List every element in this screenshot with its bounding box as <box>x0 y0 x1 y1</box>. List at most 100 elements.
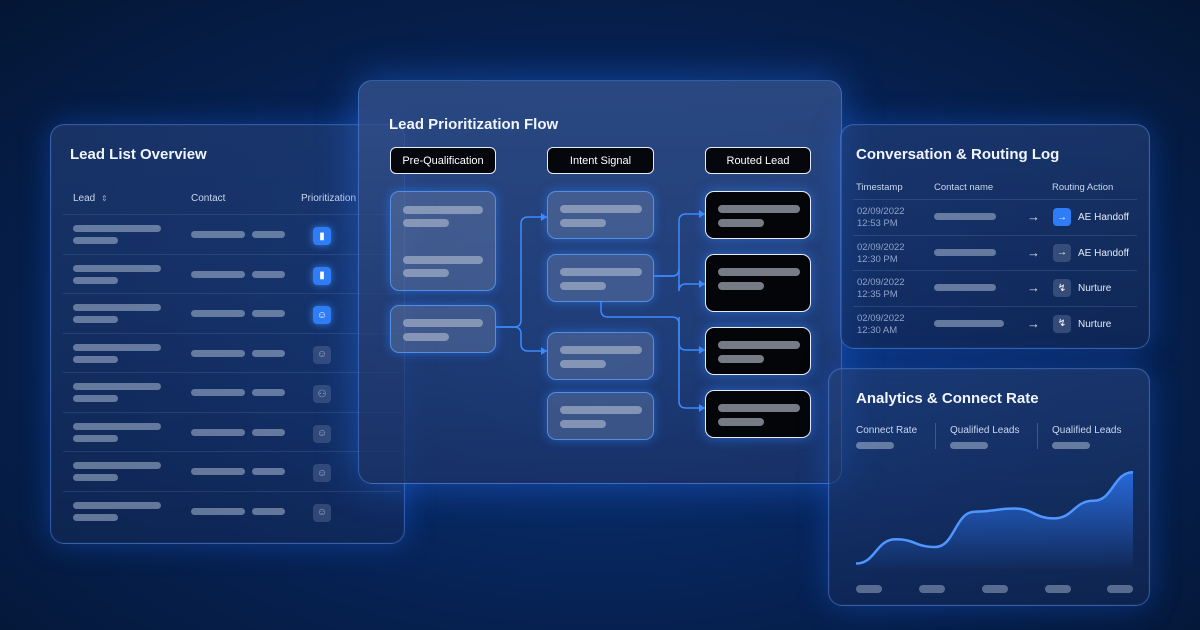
lead-name-placeholder <box>73 304 161 311</box>
prequal-node[interactable] <box>390 191 496 291</box>
table-row[interactable]: ⚇ <box>63 372 401 411</box>
routing-log-title: Conversation & Routing Log <box>856 146 1060 163</box>
lead-detail-placeholder <box>73 434 118 442</box>
routing-action-label: AE Handoff <box>1078 247 1129 259</box>
contact-placeholder <box>191 310 245 317</box>
lead-detail-placeholder <box>73 237 118 244</box>
bar-chart-icon[interactable]: ▮ <box>313 227 331 245</box>
lead-detail-placeholder <box>73 276 118 284</box>
person-icon[interactable]: ☺ <box>313 503 331 522</box>
person-icon[interactable]: ☺ <box>313 464 331 482</box>
lead-detail-placeholder <box>73 395 118 402</box>
column-contact-name: Contact name <box>934 182 994 193</box>
column-timestamp: Timestamp <box>856 182 903 193</box>
intent-node[interactable] <box>547 332 654 380</box>
table-row[interactable]: ☺ <box>63 332 401 372</box>
divider <box>1037 423 1038 449</box>
table-row[interactable]: ▮ <box>63 214 401 253</box>
metric-qualified-leads: Qualified Leads <box>1052 425 1122 436</box>
routing-action-label: AE Handoff <box>1078 212 1129 223</box>
routed-lead-node[interactable] <box>705 390 811 438</box>
column-lead[interactable]: Lead ⇕ <box>73 193 108 204</box>
x-tick <box>1045 585 1071 593</box>
contact-placeholder <box>191 270 245 278</box>
lead-prioritization-flow-panel: Lead Prioritization Flow Pre-Qualificati… <box>358 80 842 484</box>
contact-placeholder <box>191 468 245 475</box>
contact-placeholder <box>252 310 285 317</box>
table-row[interactable]: ☺ <box>63 411 401 451</box>
contact-placeholder <box>191 349 245 357</box>
contact-placeholder <box>191 231 245 238</box>
routing-action-label: Nurture <box>1078 318 1112 330</box>
analytics-title: Analytics & Connect Rate <box>856 390 1039 407</box>
lead-name-placeholder <box>73 422 161 430</box>
stage-intent-signal[interactable]: Intent Signal <box>547 147 654 174</box>
contact-name-placeholder <box>934 284 996 291</box>
contact-placeholder <box>252 231 285 238</box>
arrow-right-icon: → <box>1027 315 1040 331</box>
lead-list-panel: Lead List Overview Lead ⇕ Contact Priori… <box>50 124 405 544</box>
contact-name-placeholder <box>934 213 996 220</box>
lead-detail-placeholder <box>73 316 118 323</box>
table-row[interactable]: ☺ <box>63 293 401 332</box>
nurture-icon[interactable]: ↯ <box>1053 314 1071 333</box>
contact-placeholder <box>191 389 245 396</box>
routed-lead-node[interactable] <box>705 191 811 239</box>
divider <box>935 423 936 449</box>
intent-node[interactable] <box>547 392 654 440</box>
table-row[interactable]: ☺ <box>63 490 401 530</box>
person-icon[interactable]: ☺ <box>313 424 331 443</box>
flow-title: Lead Prioritization Flow <box>389 116 559 133</box>
arrow-right-icon[interactable]: → <box>1053 243 1071 262</box>
nurture-icon[interactable]: ↯ <box>1053 279 1071 297</box>
flow-connectors <box>496 210 705 412</box>
lead-detail-placeholder <box>73 355 118 363</box>
contact-placeholder <box>191 507 245 515</box>
contact-placeholder <box>252 349 285 357</box>
metric-qualified-leads: Qualified Leads <box>950 425 1020 436</box>
prequal-node[interactable] <box>390 305 496 353</box>
arrow-right-icon: → <box>1027 244 1040 260</box>
stage-routed-lead[interactable]: Routed Lead <box>705 147 811 174</box>
person-icon[interactable]: ☺ <box>313 306 331 324</box>
routed-lead-node[interactable] <box>705 254 811 312</box>
contact-placeholder <box>252 507 285 515</box>
x-tick <box>1107 585 1133 593</box>
routing-action-label: Nurture <box>1078 283 1112 294</box>
connect-rate-chart <box>855 470 1134 569</box>
lead-name-placeholder <box>73 225 161 232</box>
lead-detail-placeholder <box>73 474 118 481</box>
routing-log-panel: Conversation & Routing Log Timestamp Con… <box>840 124 1150 349</box>
column-prioritization: Prioritization <box>301 193 357 204</box>
stage-pre-qualification[interactable]: Pre-Qualification <box>390 147 496 174</box>
sort-arrows-icon[interactable]: ⇕ <box>101 194 108 203</box>
contact-placeholder <box>252 428 285 436</box>
intent-node[interactable] <box>547 191 654 239</box>
person-icon[interactable]: ☺ <box>313 345 331 364</box>
table-row[interactable]: ▮ <box>63 253 401 293</box>
arrow-right-icon[interactable]: → <box>1053 208 1071 226</box>
contact-placeholder <box>252 389 285 396</box>
lead-name-placeholder <box>73 501 161 509</box>
intent-node[interactable] <box>547 254 654 302</box>
column-contact: Contact <box>191 193 226 204</box>
chart-line <box>855 470 1134 565</box>
table-row[interactable]: ☺ <box>63 451 401 490</box>
bar-chart-icon[interactable]: ▮ <box>313 266 331 285</box>
x-tick <box>982 585 1008 593</box>
column-routing-action: Routing Action <box>1052 182 1114 193</box>
lead-name-placeholder <box>73 462 161 469</box>
contact-placeholder <box>252 270 285 278</box>
lead-list-title: Lead List Overview <box>70 146 207 163</box>
lead-name-placeholder <box>73 343 161 351</box>
arrow-right-icon: → <box>1027 280 1040 295</box>
routed-lead-node[interactable] <box>705 327 811 375</box>
group-icon[interactable]: ⚇ <box>313 385 331 403</box>
